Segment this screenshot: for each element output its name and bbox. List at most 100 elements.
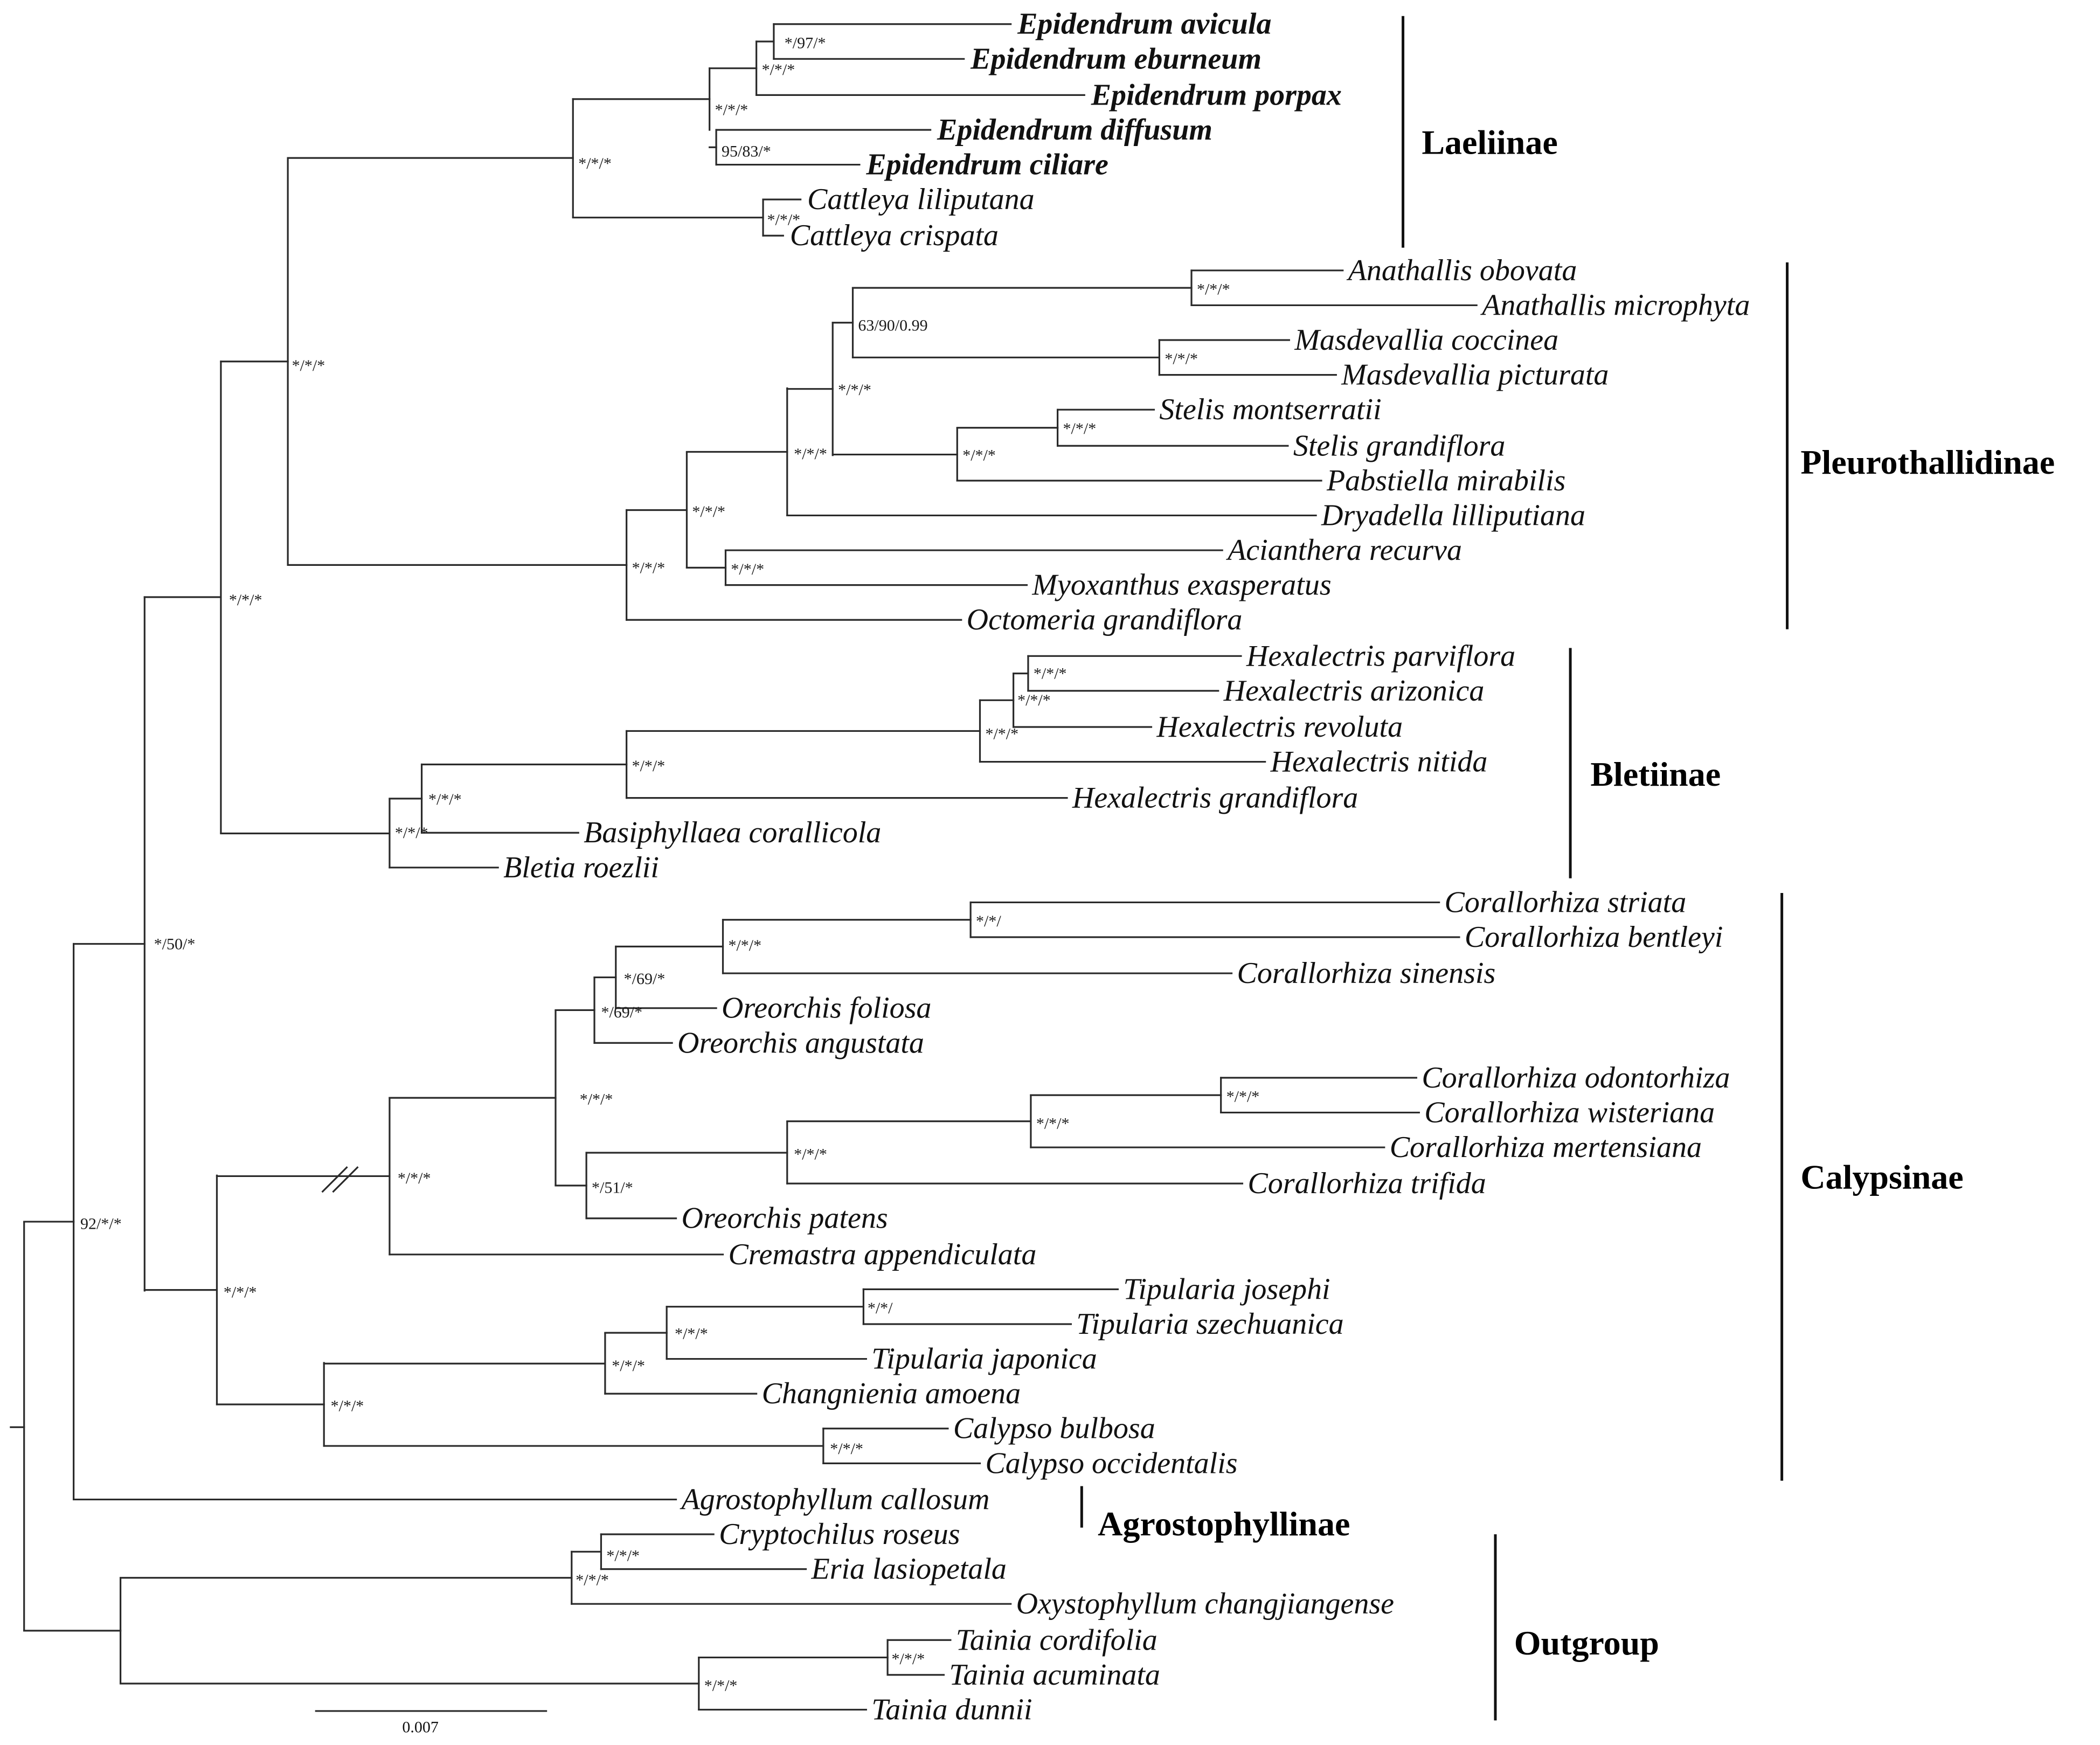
taxon-label: Hexalectris grandiflora	[1072, 781, 1358, 815]
scale-bar: 0.007	[315, 1710, 547, 1736]
clade-annotations: LaeliinaePleurothallidinaeBletiinaeCalyp…	[1080, 16, 2055, 1721]
support-value: */*/*	[292, 357, 325, 375]
taxon-label: Corallorhiza wisteriana	[1424, 1096, 1715, 1129]
support-value: */*/*	[632, 757, 666, 775]
taxon-label: Masdevallia picturata	[1341, 358, 1609, 392]
support-value: */*/*	[838, 381, 871, 399]
taxon-label: Myoxanthus exasperatus	[1031, 569, 1331, 602]
taxon-label: Calypso occidentalis	[985, 1446, 1237, 1480]
taxon-label: Dryadella lilliputiana	[1321, 498, 1585, 532]
taxon-label: Corallorhiza bentleyi	[1465, 920, 1723, 954]
taxon-label: Masdevallia coccinea	[1294, 323, 1558, 357]
taxon-label: Basiphyllaea corallicola	[584, 816, 881, 849]
taxon-label: Oreorchis angustata	[677, 1026, 924, 1060]
taxon-label: Epidendrum ciliare	[865, 148, 1108, 182]
support-value: */*/*	[794, 445, 827, 463]
taxon-label: Agrostophyllum callosum	[680, 1483, 990, 1516]
support-value: */*/*	[331, 1397, 364, 1415]
clade-label: Calypsinae	[1800, 1158, 1963, 1196]
taxon-label: Cremastra appendiculata	[728, 1238, 1036, 1271]
taxon-label: Tipularia josephi	[1123, 1272, 1330, 1306]
support-value: 95/83/*	[722, 143, 771, 161]
support-values: */97/* */*/* */*/* 95/83/* */*/* */*/* */*/* */…	[80, 34, 1259, 1694]
taxon-label: Eria lasiopetala	[810, 1553, 1006, 1586]
taxon-label: Cattleya crispata	[790, 219, 999, 252]
support-value: */*/*	[632, 559, 666, 577]
support-value: */*/*	[794, 1145, 827, 1163]
taxon-label: Hexalectris nitida	[1270, 745, 1488, 779]
support-value: */97/*	[785, 34, 826, 52]
taxon-label: Tipularia japonica	[871, 1342, 1097, 1376]
tree-branches	[10, 23, 1478, 1711]
support-value: */50/*	[154, 935, 196, 953]
support-value: */69/*	[624, 970, 666, 988]
taxon-label: Tainia dunnii	[871, 1693, 1032, 1726]
support-value: */*/*	[830, 1440, 863, 1458]
support-value: */69/*	[601, 1003, 642, 1021]
taxon-label: Anathallis obovata	[1346, 254, 1577, 287]
support-value: */*/*	[229, 591, 262, 609]
taxon-label: Epidendrum porpax	[1091, 78, 1342, 112]
support-value: */*/*	[612, 1357, 645, 1375]
taxon-label: Acianthera recurva	[1225, 534, 1462, 567]
branch-break-mark	[321, 1166, 348, 1193]
taxon-label: Cattleya liliputana	[807, 183, 1035, 216]
taxon-label: Hexalectris arizonica	[1223, 674, 1485, 708]
support-value: */*/*	[1017, 691, 1051, 709]
taxon-label: Epidendrum diffusum	[937, 113, 1212, 147]
taxon-label: Hexalectris parviflora	[1246, 639, 1515, 673]
support-value: 63/90/0.99	[858, 317, 927, 335]
support-value: */*/*	[1063, 420, 1097, 438]
taxon-label: Corallorhiza sinensis	[1237, 957, 1495, 990]
support-value: */*/*	[892, 1650, 925, 1668]
support-value: */*/*	[578, 155, 612, 172]
taxon-label: Tainia cordifolia	[956, 1623, 1158, 1657]
taxon-label: Oreorchis foliosa	[722, 992, 931, 1025]
taxon-label: Stelis montserratii	[1159, 393, 1381, 426]
support-value: */*/*	[395, 824, 428, 842]
taxon-label: Corallorhiza mertensiana	[1390, 1131, 1702, 1164]
taxon-label: Octomeria grandiflora	[967, 603, 1243, 636]
taxon-label: Stelis grandiflora	[1293, 429, 1506, 462]
support-value: */*/*	[1034, 665, 1067, 683]
taxon-label: Pabstiella mirabilis	[1326, 464, 1565, 497]
branch-break-mark	[332, 1166, 359, 1193]
support-value: */*/*	[606, 1547, 640, 1565]
support-value: */*/*	[398, 1169, 431, 1187]
support-value: */*/*	[731, 560, 764, 578]
clade-label: Laeliinae	[1422, 123, 1557, 161]
support-value: */*/	[976, 912, 1001, 930]
taxon-label: Corallorhiza trifida	[1247, 1167, 1486, 1200]
support-value: */*/	[868, 1299, 893, 1317]
taxon-label: Anathallis microphyta	[1480, 288, 1750, 322]
support-value: */*/*	[580, 1091, 613, 1109]
support-value: */*/*	[962, 447, 996, 465]
support-value: */*/*	[576, 1571, 609, 1589]
taxon-label: Bletia roezlii	[503, 851, 659, 884]
support-value: */*/*	[1197, 281, 1230, 299]
support-value: */*/*	[428, 791, 462, 808]
taxon-label: Oreorchis patens	[682, 1202, 888, 1235]
support-value: 92/*/*	[80, 1215, 122, 1233]
support-value: */*/*	[728, 937, 761, 954]
support-value: */*/*	[1165, 350, 1198, 368]
taxon-label: Oxystophyllum changjiangense	[1016, 1587, 1394, 1621]
support-value: */*/*	[767, 211, 801, 228]
taxon-label: Calypso bulbosa	[953, 1412, 1155, 1445]
clade-label: Outgroup	[1514, 1624, 1659, 1662]
support-value: */*/*	[1036, 1114, 1070, 1132]
clade-label: Agrostophyllinae	[1098, 1505, 1350, 1543]
clade-label: Pleurothallidinae	[1800, 443, 2055, 481]
support-value: */*/*	[704, 1677, 738, 1695]
taxon-label: Corallorhiza striata	[1445, 885, 1687, 919]
clade-label: Bletiinae	[1590, 755, 1721, 793]
support-value: */*/*	[715, 101, 748, 119]
taxon-label: Cryptochilus roseus	[719, 1518, 960, 1551]
taxon-label: Tipularia szechuanica	[1076, 1307, 1343, 1341]
support-value: */*/*	[985, 725, 1018, 743]
taxon-label: Corallorhiza odontorhiza	[1422, 1061, 1730, 1095]
taxon-label: Tainia acuminata	[949, 1658, 1160, 1692]
scale-bar-label: 0.007	[402, 1719, 439, 1736]
